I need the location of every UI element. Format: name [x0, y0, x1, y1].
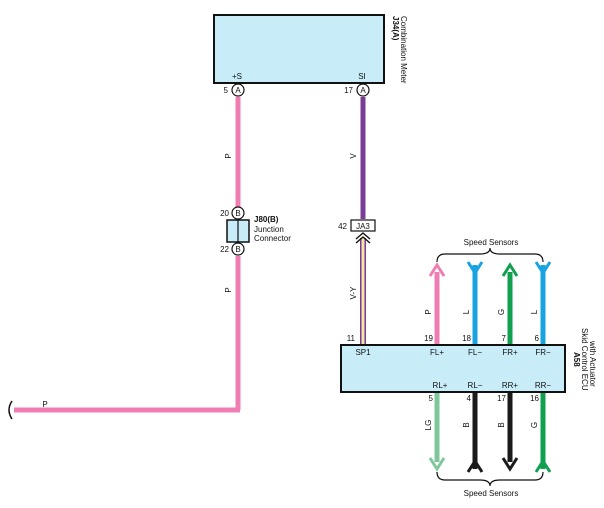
junction-name-line2: Connector [254, 234, 291, 243]
arrow-rl-plus [428, 457, 446, 472]
wire-label-meter-right: V [349, 153, 358, 159]
meter-connector-plus-s [231, 83, 245, 97]
ecu-terminal-rl-minus: RL− [468, 381, 483, 390]
wire-label-rl-plus: LG [424, 420, 433, 431]
ecu-pin-rl-minus: 4 [467, 394, 472, 403]
junction-connector-top-letter: B [235, 209, 240, 218]
wire-label-rr-minus: G [530, 422, 539, 428]
ecu-pin-rr-minus: 16 [530, 394, 539, 403]
ecu-terminal-fr-plus: FR+ [502, 348, 518, 357]
wire-label-rl-minus: B [462, 422, 471, 427]
ecu-terminal-sp1: SP1 [355, 348, 371, 357]
wire-label-meter-left-lower: P [224, 287, 233, 292]
wire-label-rr-plus: B [497, 422, 506, 427]
ecu-pin-fl-minus: 18 [462, 334, 471, 343]
meter-id: J34(A) [391, 16, 400, 41]
ecu-terminal-rr-plus: RR+ [502, 381, 519, 390]
arrow-rr-minus [534, 458, 552, 473]
arrow-fr-plus [501, 262, 519, 277]
ecu-name-line1: Skid Control ECU [580, 328, 589, 391]
ecu-name-line2: with Actuator [588, 340, 597, 387]
ecu-pin-fr-plus: 7 [502, 334, 507, 343]
wire-label-fl-plus: P [424, 309, 433, 314]
ja3-connector-box [350, 219, 376, 232]
ja3-pin: 42 [338, 222, 347, 231]
wire-label-meter-left-upper: P [224, 153, 233, 158]
speed-sensors-bottom-label: Speed Sensors [464, 489, 519, 498]
meter-connector-plus-s-letter: A [235, 86, 241, 95]
wire-label-fr-plus: G [497, 309, 506, 315]
junction-name-line1: Junction [254, 225, 284, 234]
speed-sensors-top-label: Speed Sensors [464, 238, 519, 247]
wire-label-fl-minus: L [462, 309, 471, 314]
ecu-pin-rl-plus: 5 [429, 394, 434, 403]
wire-label-fr-minus: L [530, 309, 539, 314]
ecu-terminal-rl-plus: RL+ [433, 381, 448, 390]
ja3-chevron-2 [355, 236, 371, 244]
wire-break-mark [8, 400, 13, 420]
ecu-terminal-fr-minus: FR− [535, 348, 551, 357]
ja3-connector-label: JA3 [356, 222, 370, 231]
meter-name: Combination Meter [399, 16, 408, 84]
junction-connector-bottom [231, 242, 245, 256]
speed-sensors-top-bracket [436, 247, 544, 263]
meter-pin-si: 17 [344, 86, 353, 95]
junction-pin-top: 20 [220, 209, 229, 218]
meter-terminal-plus-s: +S [232, 72, 242, 81]
combination-meter-box [213, 14, 385, 84]
ecu-terminal-fl-minus: FL− [468, 348, 482, 357]
meter-connector-si [356, 83, 370, 97]
ecu-box [340, 344, 566, 393]
speed-sensors-bottom-bracket [436, 471, 544, 487]
junction-connector-top [231, 206, 245, 220]
wire-label-vy: V-Y [349, 286, 358, 300]
ja3-chevron-1 [355, 232, 371, 240]
arrow-fr-minus [534, 261, 552, 276]
ecu-pin-rr-plus: 17 [497, 394, 506, 403]
arrow-rl-minus [466, 458, 484, 473]
ecu-id: A58 [572, 352, 581, 367]
arrow-fl-plus [428, 262, 446, 277]
meter-terminal-si: SI [358, 72, 366, 81]
ecu-terminal-fl-plus: FL+ [430, 348, 444, 357]
ecu-pin-fr-minus: 6 [535, 334, 540, 343]
meter-connector-si-letter: A [360, 86, 366, 95]
wire-label-left-horizontal: P [42, 400, 47, 409]
junction-connector-bottom-letter: B [235, 245, 240, 254]
arrow-rr-plus [501, 457, 519, 472]
junction-id: J80(B) [254, 215, 279, 224]
ecu-pin-sp1: 11 [347, 334, 356, 343]
arrow-fl-minus [466, 261, 484, 276]
ecu-pin-fl-plus: 19 [424, 334, 433, 343]
meter-pin-plus-s: 5 [224, 86, 229, 95]
ecu-terminal-rr-minus: RR− [535, 381, 552, 390]
junction-pin-bottom: 22 [220, 245, 229, 254]
